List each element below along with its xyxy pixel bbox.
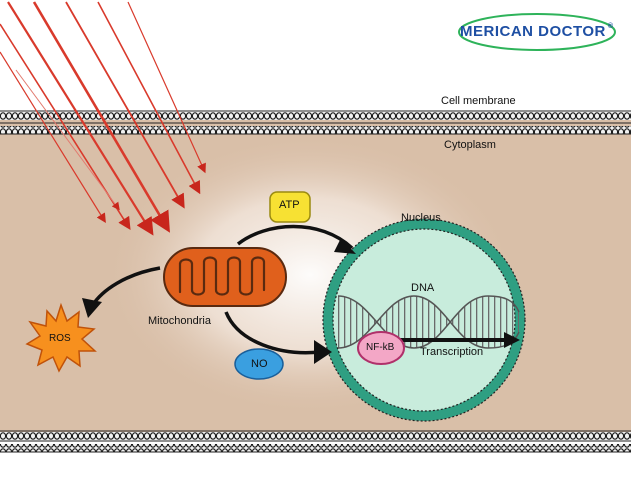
nfkb-label: NF-kB xyxy=(366,342,395,353)
brand-logo-text: MERICAN DOCTOR xyxy=(460,23,606,40)
atp-arrowhead xyxy=(334,238,356,254)
atp-badge xyxy=(269,191,311,223)
cell-membrane-bottom xyxy=(0,430,631,453)
ros-burst xyxy=(25,302,97,373)
atp-label: ATP xyxy=(279,199,300,211)
no-arrow xyxy=(224,311,321,355)
cell-membrane-top xyxy=(0,110,631,135)
ros-arrowhead xyxy=(82,298,102,318)
brand-logo: MERICAN DOCTOR® xyxy=(460,23,614,40)
cell-membrane-label: Cell membrane xyxy=(441,95,516,107)
registered-mark: ® xyxy=(607,23,614,30)
no-label: NO xyxy=(251,358,268,370)
no-badge xyxy=(234,348,284,380)
nucleus-label: Nucleus xyxy=(401,212,441,224)
ros-label: ROS xyxy=(49,333,71,344)
cytoplasm-label: Cytoplasm xyxy=(444,139,496,151)
transcription-arrowhead xyxy=(504,332,520,348)
transcription-label: Transcription xyxy=(420,346,484,358)
logo-swoosh xyxy=(458,13,616,51)
dna-label: DNA xyxy=(411,282,435,294)
mitochondria-label: Mitochondria xyxy=(148,315,211,327)
no-arrowhead xyxy=(314,340,332,364)
nfkb-badge xyxy=(357,331,405,365)
mitochondrion xyxy=(163,247,287,307)
light-rays xyxy=(0,1,206,236)
